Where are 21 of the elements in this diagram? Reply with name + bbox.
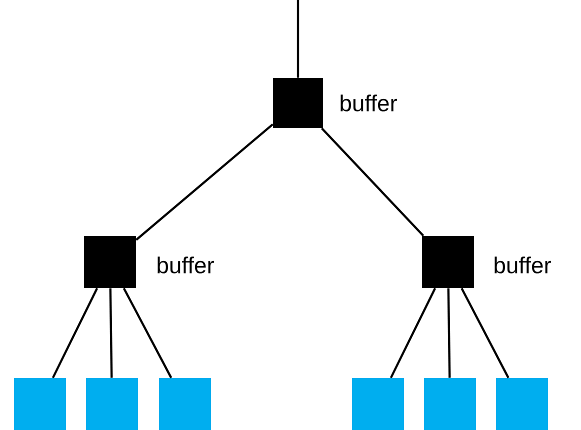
buffer-label: buffer bbox=[158, 256, 214, 274]
leaf-square bbox=[424, 378, 476, 430]
buffer-label: buffer bbox=[340, 94, 397, 112]
leaf-square bbox=[352, 378, 404, 430]
buffer-label: buffer bbox=[494, 256, 551, 274]
connector-line bbox=[447, 288, 451, 378]
connector-line bbox=[122, 288, 172, 378]
connector-line bbox=[136, 123, 274, 241]
connector-line bbox=[296, 0, 300, 78]
buffer-square bbox=[84, 236, 136, 288]
connector-line bbox=[320, 127, 424, 237]
leaf-square bbox=[496, 378, 548, 430]
leaf-square bbox=[86, 378, 138, 430]
leaf-square bbox=[14, 378, 66, 430]
leaf-square bbox=[159, 378, 211, 430]
connector-line bbox=[460, 288, 510, 378]
buffer-square bbox=[273, 78, 323, 128]
connector-line bbox=[109, 288, 113, 378]
connector-line bbox=[52, 288, 98, 378]
connector-line bbox=[390, 288, 436, 378]
buffer-square bbox=[422, 236, 474, 288]
